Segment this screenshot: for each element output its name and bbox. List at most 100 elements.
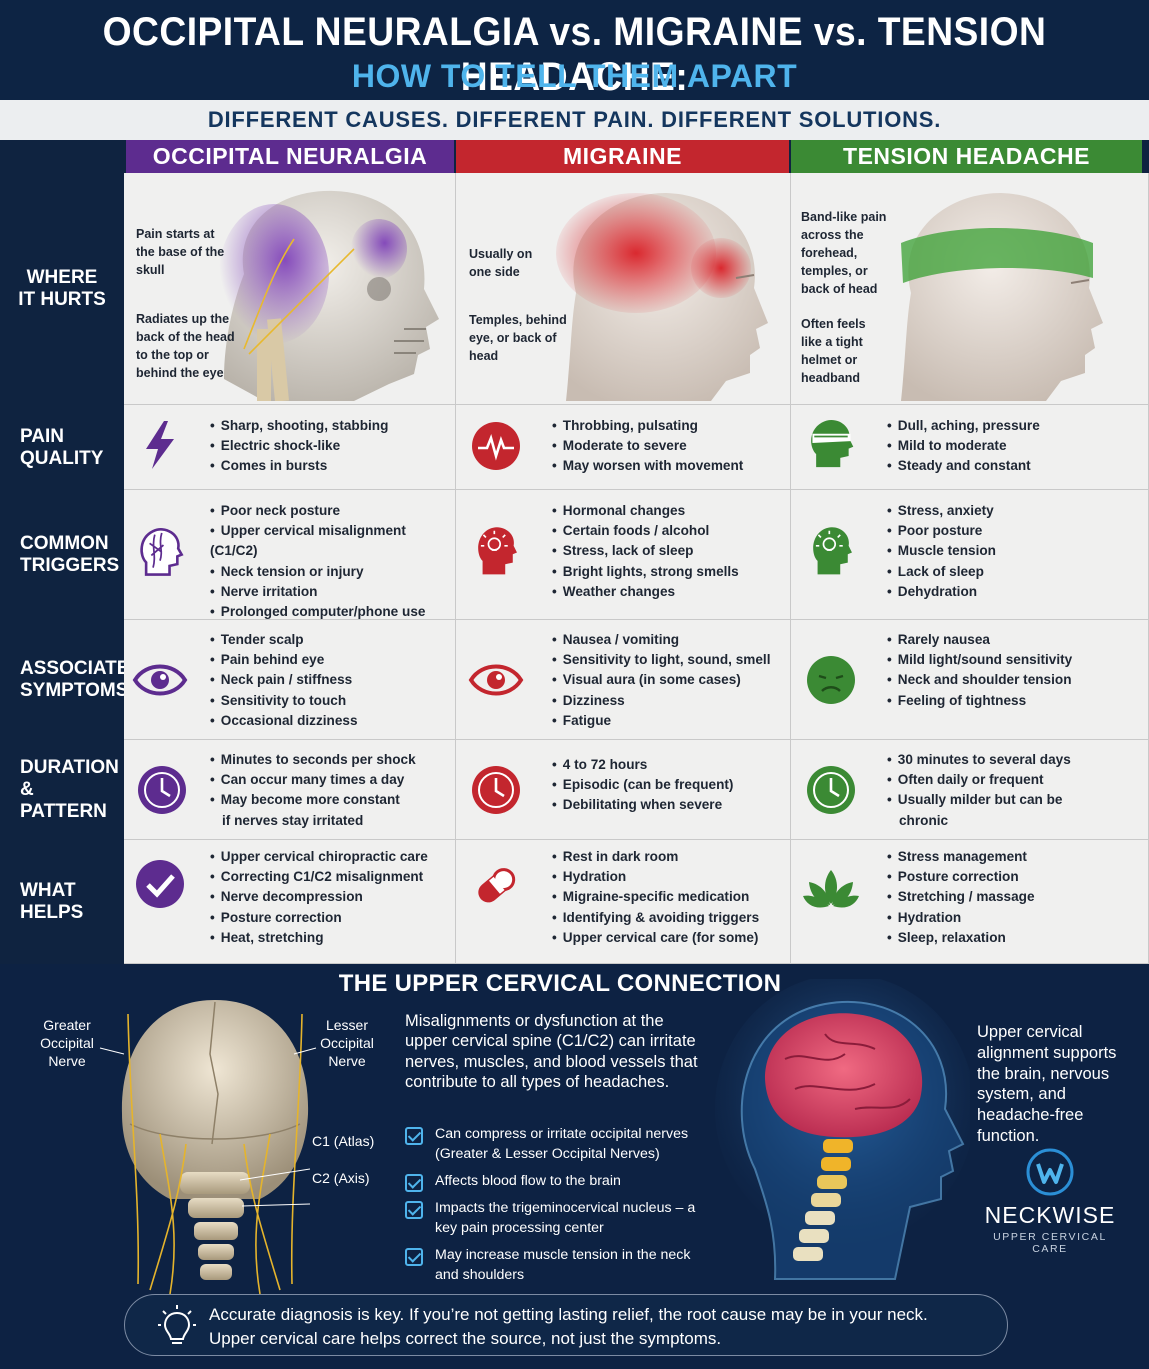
c1-atlas-label: C1 (Atlas) — [312, 1133, 375, 1149]
checkmark-icon — [136, 860, 184, 908]
list-item: Throbbing, pulsating — [552, 416, 784, 436]
list-item: Episodic (can be frequent) — [552, 775, 784, 795]
footer-line-1: Accurate diagnosis is key. If you’re not… — [209, 1305, 928, 1324]
column-header-tension: TENSION HEADACHE — [791, 140, 1142, 173]
list-item: Stress, lack of sleep — [552, 541, 784, 561]
list-item: May worsen with movement — [552, 456, 784, 476]
head-lightbulb-icon — [813, 527, 852, 575]
list-item: Moderate to severe — [552, 436, 784, 456]
list-item: Mild to moderate — [887, 436, 1142, 456]
list-item: Identifying & avoiding triggers — [552, 908, 784, 928]
cell-triggers-migraine: Hormonal changes Certain foods / alcohol… — [456, 490, 791, 620]
list-item: Poor posture — [887, 521, 1142, 541]
lightning-icon — [146, 421, 174, 469]
list-item: Heat, stretching — [210, 928, 449, 948]
list-item: 30 minutes to several days — [887, 750, 1142, 770]
list-item: Certain foods / alcohol — [552, 521, 784, 541]
cell-where-migraine: Usually on one side Temples, behind eye,… — [456, 173, 791, 405]
checklist-item: Can compress or irritate occipital nerve… — [405, 1124, 705, 1164]
footer-callout: Accurate diagnosis is key. If you’re not… — [124, 1294, 1008, 1356]
page-subtitle: HOW TO TELL THEM APART — [351, 58, 798, 94]
brain-spine-illustration — [715, 979, 970, 1280]
cell-pain-tension: Dull, aching, pressure Mild to moderate … — [791, 405, 1149, 490]
checkbox-icon — [405, 1201, 423, 1219]
row-label-triggers: COMMON TRIGGERS — [20, 533, 120, 576]
list-item: Neck tension or injury — [210, 562, 449, 582]
cell-duration-neuralgia: Minutes to seconds per shock Can occur m… — [124, 740, 456, 840]
list-item: Debilitating when severe — [552, 795, 784, 815]
row-label-pain-quality: PAIN QUALITY — [20, 425, 104, 469]
where-note-neuralgia-2: Radiates up the back of the head to the … — [136, 312, 235, 380]
head-lightbulb-icon — [478, 527, 517, 575]
label-connector-lines — [99, 1047, 317, 1055]
list-item: Dehydration — [887, 582, 1142, 602]
brand-name: NECKWISE — [984, 1202, 1116, 1228]
where-note-tension-1: Band-like pain across the forehead, temp… — [801, 210, 887, 296]
sad-face-icon — [807, 656, 855, 704]
list-item: Upper cervical misalignment (C1/C2) — [210, 521, 449, 561]
list-item: if nerves stay irritated — [222, 812, 364, 828]
list-item: Often daily or frequent — [887, 770, 1142, 790]
list-item: Minutes to seconds per shock — [210, 750, 449, 770]
list-item: Tender scalp — [210, 630, 449, 650]
list-item: Can occur many times a day — [210, 770, 449, 790]
row-label-duration: DURATION & PATTERN — [20, 757, 119, 822]
cell-helps-migraine: Rest in dark room Hydration Migraine-spe… — [456, 840, 791, 964]
list-item: Usually milder but can be — [887, 790, 1142, 810]
list-item: Electric shock-like — [210, 436, 449, 456]
cell-where-neuralgia: Pain starts at the base of the skull Rad… — [124, 173, 456, 405]
connection-paragraph: Misalignments or dysfunction at the uppe… — [405, 1012, 698, 1092]
column-header-neuralgia: OCCIPITAL NEURALGIA — [126, 140, 454, 173]
greater-occipital-nerve-label: Greater Occipital Nerve — [40, 1017, 94, 1069]
list-item: Upper cervical care (for some) — [552, 928, 784, 948]
list-item: Upper cervical chiropractic care — [210, 847, 449, 867]
list-item: Mild light/sound sensitivity — [887, 650, 1142, 670]
cell-helps-tension: Stress management Posture correction Str… — [791, 840, 1149, 964]
list-item: Feeling of tightness — [887, 691, 1142, 711]
list-item: Lack of sleep — [887, 562, 1142, 582]
list-item: Hydration — [552, 867, 784, 887]
brand-tagline: UPPER CERVICAL CARE — [993, 1231, 1107, 1255]
footer-line-2: Upper cervical care helps correct the so… — [209, 1329, 722, 1348]
list-item: Sensitivity to light, sound, smell — [552, 650, 784, 670]
list-item: Stress, anxiety — [887, 501, 1142, 521]
list-item: May become more constant — [210, 790, 449, 810]
list-item: Poor neck posture — [210, 501, 449, 521]
eye-icon — [132, 664, 188, 696]
cell-triggers-neuralgia: Poor neck posture Upper cervical misalig… — [124, 490, 456, 620]
list-item: Hormonal changes — [552, 501, 784, 521]
list-item: 4 to 72 hours — [552, 755, 784, 775]
cell-symptoms-migraine: Nausea / vomiting Sensitivity to light, … — [456, 620, 791, 740]
list-item: Steady and constant — [887, 456, 1142, 476]
list-item: Rarely nausea — [887, 630, 1142, 650]
eye-icon — [468, 664, 524, 696]
list-item: Visual aura (in some cases) — [552, 670, 784, 690]
list-item: Nausea / vomiting — [552, 630, 784, 650]
list-item: Posture correction — [210, 908, 449, 928]
pill-icon — [478, 868, 516, 903]
where-note-migraine-1: Usually on one side — [469, 247, 533, 279]
cell-pain-neuralgia: Sharp, shooting, stabbing Electric shock… — [124, 405, 456, 490]
cell-duration-tension: 30 minutes to several days Often daily o… — [791, 740, 1149, 840]
list-item: Prolonged computer/phone use — [210, 602, 449, 622]
list-item: Sleep, relaxation — [887, 928, 1142, 948]
row-label-where: WHERE IT HURTS — [18, 267, 106, 310]
list-item: Bright lights, strong smells — [552, 562, 784, 582]
list-item: Hydration — [887, 908, 1142, 928]
head-nerve-icon — [140, 528, 184, 576]
list-item: Pain behind eye — [210, 650, 449, 670]
list-item: chronic — [899, 812, 949, 828]
cell-duration-migraine: 4 to 72 hours Episodic (can be frequent)… — [456, 740, 791, 840]
list-item: Occasional dizziness — [210, 711, 449, 731]
list-item: Muscle tension — [887, 541, 1142, 561]
row-label-helps: WHAT HELPS — [20, 880, 84, 923]
lightbulb-icon — [158, 1305, 196, 1344]
where-note-migraine-2: Temples, behind eye, or back of head — [469, 313, 567, 363]
list-item: Stretching / massage — [887, 887, 1142, 907]
list-item: Dizziness — [552, 691, 784, 711]
clock-icon — [472, 766, 520, 814]
clock-icon — [807, 766, 855, 814]
section-title: THE UPPER CERVICAL CONNECTION — [338, 970, 782, 997]
checklist-item: Impacts the trigeminocervical nucleus – … — [405, 1198, 705, 1238]
list-item: Fatigue — [552, 711, 784, 731]
